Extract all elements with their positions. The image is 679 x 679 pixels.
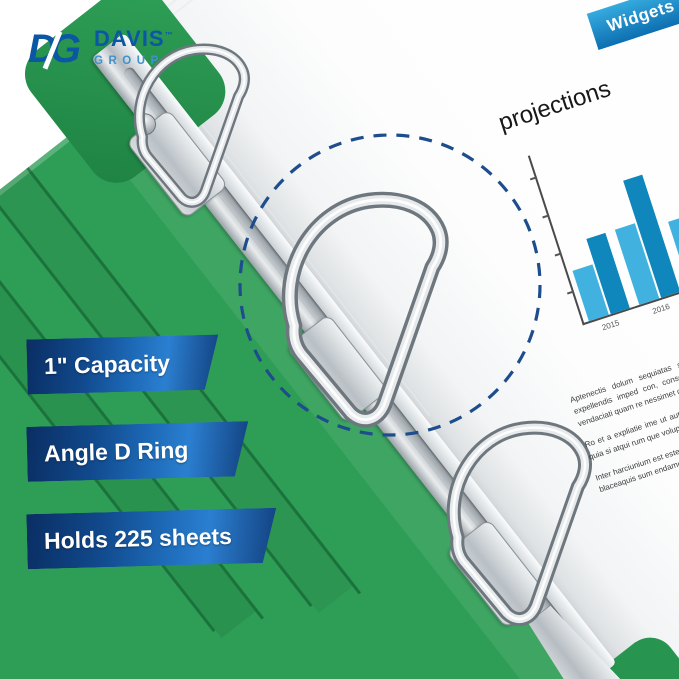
trademark-symbol: ™ (164, 30, 174, 40)
brand-name-label: DAVIS (94, 26, 165, 51)
feature-badge: Angle D Ring (26, 421, 249, 482)
ring-stroke-highlight (452, 426, 587, 621)
brand-name: DAVIS™ (94, 26, 174, 52)
feature-badge-label: 1" Capacity (43, 349, 171, 380)
d-ring (446, 420, 592, 627)
feature-badge: 1" Capacity (26, 334, 219, 394)
d-ring (133, 43, 250, 208)
ring-stroke-highlight (288, 198, 443, 422)
feature-badge-label: Holds 225 sheets (43, 522, 233, 554)
feature-badge: Holds 225 sheets (26, 508, 277, 570)
monogram-slash (42, 30, 63, 70)
d-ring (281, 191, 449, 428)
ring-stroke-highlight (138, 48, 246, 204)
brand-monogram-icon: DG (28, 27, 84, 71)
feature-badge-label: Angle D Ring (43, 436, 189, 467)
dashed-circle (238, 133, 542, 437)
brand-text: DAVIS™ GROUP (94, 26, 174, 67)
brand-logo: DG DAVIS™ GROUP (28, 26, 174, 72)
brand-subtitle: GROUP (94, 55, 164, 67)
